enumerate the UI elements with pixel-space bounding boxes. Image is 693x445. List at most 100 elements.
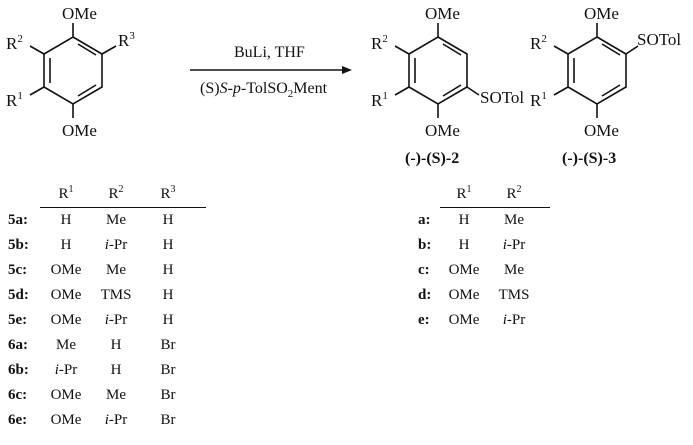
- compound-id: 5d:: [8, 287, 29, 303]
- table-header: R1 R2: [418, 184, 558, 206]
- compound-id: c:: [418, 262, 430, 278]
- product-2-label: (-)-(S)-2: [405, 150, 459, 167]
- cell-r1: H: [60, 237, 72, 253]
- cell-r1: H: [458, 212, 470, 228]
- compound-id: 6e:: [8, 412, 28, 428]
- reactant-double-bond: [77, 43, 97, 56]
- compound-id: a:: [418, 212, 431, 228]
- compound-id: b:: [418, 237, 432, 253]
- reactant-r3: R3: [118, 30, 135, 50]
- product-3-top-group: OMe: [584, 4, 619, 23]
- product-2-bond-r1: [394, 86, 410, 96]
- product-2-top-group: OMe: [425, 4, 460, 23]
- product-3-structure: OMe OMe R2 R1 SOTol (-)-(S)-3: [530, 4, 681, 167]
- product-3-double-bond: [601, 43, 621, 56]
- product-2-sulfinyl: SOTol: [480, 88, 524, 107]
- reactant-r1: R1: [6, 90, 23, 110]
- product-2-r2: R2: [371, 33, 388, 53]
- cell-r1: H: [458, 237, 470, 253]
- table-row: 5c: OMe Me H: [8, 262, 208, 282]
- product-2-double-bond: [442, 43, 462, 56]
- cell-r3: Br: [160, 337, 176, 353]
- product-3-r1: R1: [530, 90, 547, 110]
- reactant-structure: OMe OMe R2 R1 R3: [6, 4, 135, 140]
- table-row: 6a: Me H Br: [8, 337, 208, 357]
- reactant-double-bond: [77, 84, 97, 97]
- arrow-reagent-above: BuLi, THF: [234, 44, 305, 61]
- cell-r1: i-Pr: [54, 362, 78, 378]
- cell-r1: H: [60, 212, 72, 228]
- product-2-bond-r2: [394, 45, 410, 55]
- cell-r2: H: [110, 337, 122, 353]
- cell-r2: i-Pr: [502, 237, 526, 253]
- cell-r3: Br: [160, 412, 176, 428]
- header-underline: [40, 207, 206, 208]
- cell-r2: i-Pr: [104, 312, 128, 328]
- reactant-bond-r1: [29, 86, 45, 96]
- product-2-bond-sulfinyl: [466, 86, 480, 96]
- reactant-bond-r3: [101, 45, 117, 55]
- header-r2: R2: [108, 184, 124, 203]
- cell-r3: Br: [160, 362, 176, 378]
- cell-r2: H: [110, 362, 122, 378]
- reactant-bottom-group: OMe: [62, 121, 97, 140]
- cell-r2: i-Pr: [104, 237, 128, 253]
- compound-id: 5c:: [8, 262, 28, 278]
- cell-r1: OMe: [448, 287, 480, 303]
- product-3-ring: [567, 36, 627, 105]
- header-r3: R3: [160, 184, 176, 203]
- compound-id: 6a:: [8, 337, 28, 353]
- product-3-bottom-group: OMe: [584, 121, 619, 140]
- compound-id: 6c:: [8, 387, 28, 403]
- reactant-r2: R2: [6, 33, 23, 53]
- header-r1: R1: [456, 184, 472, 203]
- cell-r1: OMe: [448, 262, 480, 278]
- product-2-structure: OMe OMe R2 R1 SOTol (-)-(S)-2: [371, 4, 524, 167]
- cell-r1: OMe: [50, 262, 82, 278]
- cell-r1: OMe: [50, 387, 82, 403]
- cell-r2: Me: [106, 387, 126, 403]
- product-3-sulfinyl: SOTol: [637, 30, 681, 49]
- product-3-bond-r2: [553, 45, 569, 55]
- product-2-r1: R1: [371, 90, 388, 110]
- compound-id: 6b:: [8, 362, 29, 378]
- cell-r1: Me: [56, 337, 76, 353]
- header-r1: R1: [58, 184, 74, 203]
- table-header: R1 R2 R3: [8, 184, 208, 206]
- product-2-double-bond: [442, 84, 462, 97]
- reactant-bond-r2: [29, 45, 45, 55]
- product-3-label: (-)-(S)-3: [562, 150, 616, 167]
- arrow-head: [342, 66, 352, 74]
- product-3-bond-r1: [553, 86, 569, 96]
- cell-r2: TMS: [498, 287, 530, 303]
- table-row: 6b: i-Pr H Br: [8, 362, 208, 382]
- reactant-top-group: OMe: [62, 4, 97, 23]
- header-underline: [440, 207, 550, 208]
- reactant-ring: [43, 36, 103, 105]
- cell-r3: H: [162, 312, 174, 328]
- cell-r1: OMe: [50, 287, 82, 303]
- cell-r3: H: [162, 212, 174, 228]
- cell-r2: Me: [106, 262, 126, 278]
- arrow-reagent-below: (S)S-p-TolSO2Ment: [200, 80, 328, 100]
- header-r2: R2: [506, 184, 522, 203]
- compound-id: e:: [418, 312, 430, 328]
- compound-id: 5e:: [8, 312, 28, 328]
- product-3-r2: R2: [530, 33, 547, 53]
- cell-r1: OMe: [50, 412, 82, 428]
- cell-r3: H: [162, 262, 174, 278]
